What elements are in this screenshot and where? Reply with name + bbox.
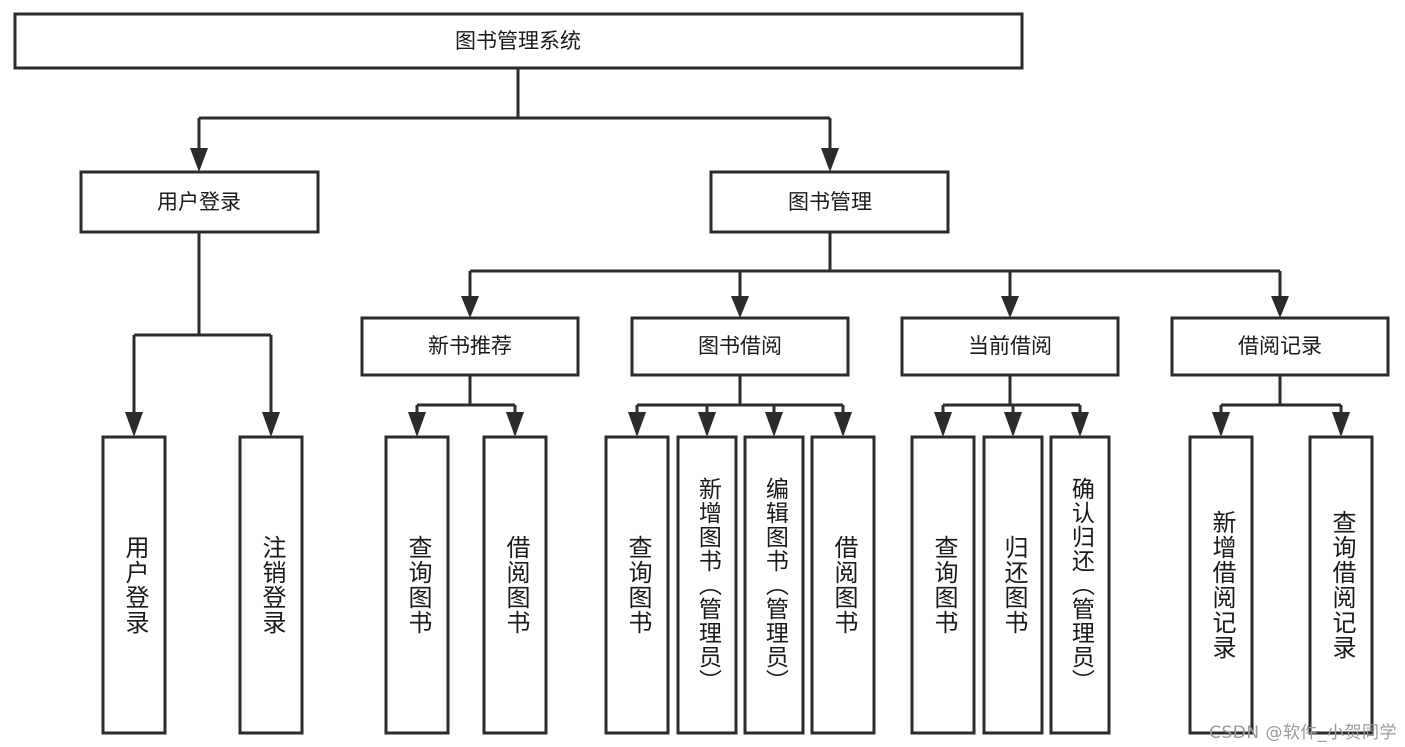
arrow-head-leaf-borrow-book-1 bbox=[506, 412, 524, 437]
edge-new-book-rec-to-leaves bbox=[415, 375, 517, 422]
leaf-box-return-book[interactable] bbox=[982, 435, 1044, 735]
leaf-box-query-borrow-record[interactable] bbox=[1308, 435, 1374, 735]
node-label-current-borrow: 当前借阅 bbox=[968, 334, 1052, 358]
node-box-root[interactable] bbox=[13, 12, 1024, 70]
connectors-layer bbox=[125, 68, 1350, 437]
edge-book-borrow-to-leaves bbox=[635, 375, 845, 422]
watermark-text: CSDN @软件_小贺同学 bbox=[1209, 723, 1397, 743]
leaf-box-query-book-rec[interactable] bbox=[384, 435, 450, 735]
arrow-head-leaf-edit-book bbox=[765, 412, 783, 437]
edge-user-login-to-leaves bbox=[132, 232, 273, 422]
arrow-head-leaf-confirm-return bbox=[1071, 412, 1089, 437]
arrow-head-to-new-book-rec bbox=[461, 296, 479, 318]
edge-root-to-level2 bbox=[197, 68, 832, 157]
leaf-box-edit-book[interactable] bbox=[743, 435, 805, 735]
arrow-head-to-book-borrow bbox=[731, 296, 749, 318]
node-box-current-borrow[interactable] bbox=[900, 316, 1120, 377]
arrow-head-to-book-manage bbox=[821, 148, 839, 172]
node-label-root: 图书管理系统 bbox=[455, 29, 581, 53]
node-label-book-borrow: 图书借阅 bbox=[698, 334, 782, 358]
node-box-borrow-record[interactable] bbox=[1170, 316, 1390, 377]
arrow-head-leaf-add-record bbox=[1212, 412, 1230, 437]
arrow-head-to-current-borrow bbox=[1001, 296, 1019, 318]
leaf-box-confirm-return[interactable] bbox=[1049, 435, 1111, 735]
leaf-box-add-borrow-record[interactable] bbox=[1188, 435, 1254, 735]
node-box-book-manage[interactable] bbox=[709, 170, 950, 234]
leaf-box-query-book-borrow[interactable] bbox=[604, 435, 670, 735]
arrow-head-leaf-borrow-book-2 bbox=[834, 412, 852, 437]
node-box-book-borrow[interactable] bbox=[630, 316, 850, 377]
arrow-head-leaf-query-book-3 bbox=[934, 412, 952, 437]
leaf-box-user-login[interactable] bbox=[101, 435, 167, 735]
node-label-new-book-recommend: 新书推荐 bbox=[428, 334, 512, 358]
leaf-box-query-book-current[interactable] bbox=[910, 435, 976, 735]
edge-borrow-record-to-leaves bbox=[1219, 375, 1343, 422]
arrow-head-leaf-query-record bbox=[1332, 412, 1350, 437]
arrow-head-to-borrow-record bbox=[1271, 296, 1289, 318]
arrow-head-leaf-return-book bbox=[1004, 412, 1022, 437]
node-box-new-book-recommend[interactable] bbox=[360, 316, 580, 377]
leaf-box-add-book[interactable] bbox=[676, 435, 738, 735]
leaf-box-borrow-book-rec[interactable] bbox=[482, 435, 548, 735]
node-label-user-login: 用户登录 bbox=[157, 190, 241, 214]
arrow-head-leaf-user-login bbox=[125, 412, 143, 437]
leaf-box-logout[interactable] bbox=[238, 435, 304, 735]
nodes-layer: 图书管理系统 用户登录 图书管理 新书推荐 图书借阅 当前借阅 借阅记录 bbox=[13, 12, 1390, 735]
edge-book-manage-to-level3 bbox=[468, 232, 1282, 303]
arrow-head-leaf-add-book bbox=[698, 412, 716, 437]
leaf-box-borrow-book[interactable] bbox=[810, 435, 876, 735]
arrow-head-leaf-logout bbox=[262, 412, 280, 437]
node-box-user-login[interactable] bbox=[79, 170, 320, 234]
arrow-head-to-user-login bbox=[190, 148, 208, 172]
arrow-head-leaf-query-book-1 bbox=[408, 412, 426, 437]
arrow-head-leaf-query-book-2 bbox=[628, 412, 646, 437]
node-label-borrow-record: 借阅记录 bbox=[1238, 334, 1322, 358]
node-label-book-manage: 图书管理 bbox=[788, 190, 872, 214]
